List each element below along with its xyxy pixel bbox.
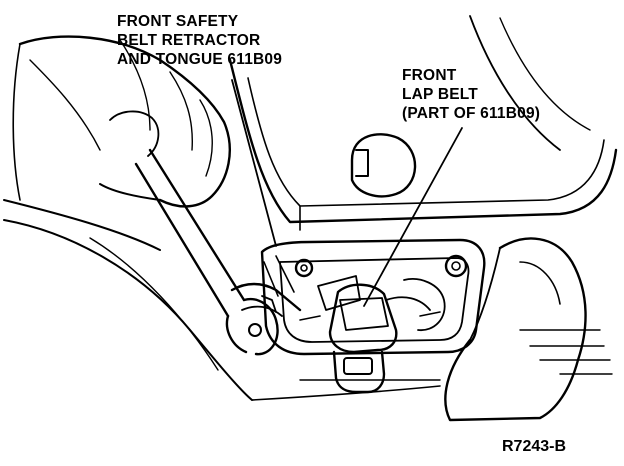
figure-code: R7243-B <box>502 438 567 455</box>
callout-retractor-line-1: FRONT SAFETY <box>117 13 239 30</box>
retractor-bracket <box>260 238 486 356</box>
hand-arm <box>12 35 231 208</box>
callout-retractor: FRONT SAFETY BELT RETRACTOR AND TONGUE 6… <box>117 12 282 69</box>
lap-belt-tongue <box>328 283 431 394</box>
callout-lap-belt: FRONT LAP BELT (PART OF 611B09) <box>402 66 540 123</box>
leader-line-lap-belt <box>363 127 463 307</box>
floor-lines <box>3 199 613 401</box>
callout-lap-belt-line-1: FRONT <box>402 67 457 84</box>
leader-line-retractor <box>231 79 277 247</box>
wrench-tool <box>134 148 279 356</box>
callout-retractor-line-2: BELT RETRACTOR <box>117 32 261 49</box>
seat-bolster <box>444 237 587 422</box>
leader-lines <box>231 79 463 307</box>
seat-back-panel <box>228 15 618 231</box>
callout-lap-belt-line-2: LAP BELT <box>402 86 478 103</box>
callout-retractor-line-3: AND TONGUE 611B09 <box>117 51 283 68</box>
belt-webbing <box>230 255 302 317</box>
panel-opening <box>350 133 417 198</box>
callout-lap-belt-line-3: (PART OF 611B09) <box>402 105 541 122</box>
